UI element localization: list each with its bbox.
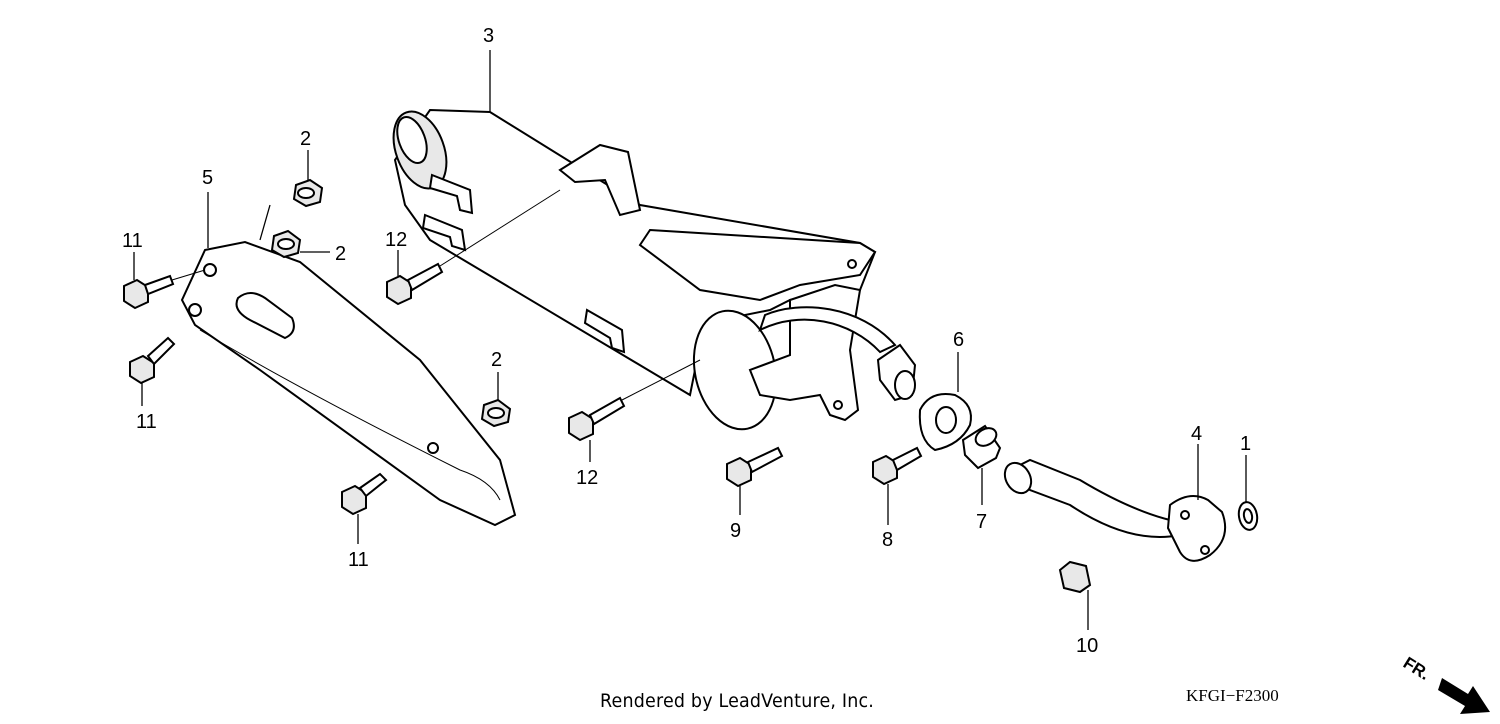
- bolt-9[interactable]: [726, 446, 784, 515]
- exhaust-pipe-4[interactable]: [1000, 444, 1226, 562]
- bolt-12-upper[interactable]: [386, 189, 561, 306]
- clamp-6[interactable]: [918, 352, 972, 452]
- callout-12: 12: [576, 467, 598, 489]
- callout-9: 9: [730, 520, 741, 542]
- callout-12: 12: [385, 229, 407, 251]
- callout-8: 8: [882, 529, 893, 551]
- callout-2: 2: [491, 349, 502, 371]
- callout-7: 7: [976, 511, 987, 533]
- callout-3: 3: [483, 25, 494, 47]
- bolt-8[interactable]: [872, 446, 923, 525]
- callout-2: 2: [335, 243, 346, 265]
- bolt-12-lower[interactable]: [568, 359, 701, 462]
- nut-2-lower[interactable]: [480, 372, 512, 428]
- callout-6: 6: [953, 329, 964, 351]
- callout-4: 4: [1191, 423, 1202, 445]
- gasket-1[interactable]: [1237, 455, 1260, 531]
- muffler-assembly[interactable]: [384, 50, 917, 437]
- render-credit: Rendered by LeadVenture, Inc.: [600, 690, 875, 712]
- bolt-11-lower[interactable]: [341, 472, 388, 544]
- arrow-right-down-icon: [1438, 678, 1490, 714]
- nut-2-top[interactable]: [259, 150, 324, 241]
- front-direction-arrow: FR.: [1400, 653, 1490, 714]
- callout-11: 11: [348, 549, 369, 571]
- callout-11: 11: [122, 230, 143, 252]
- callout-11: 11: [136, 411, 157, 433]
- nut-10[interactable]: [1058, 560, 1092, 630]
- nut-2-middle[interactable]: [270, 229, 330, 259]
- callout-1: 1: [1240, 433, 1251, 455]
- bolt-11-middle[interactable]: [129, 336, 176, 406]
- callout-10: 10: [1076, 635, 1098, 657]
- heat-shield[interactable]: [180, 192, 517, 527]
- gasket-7[interactable]: [961, 424, 1002, 505]
- diagram-code: KFGI−F2300: [1186, 686, 1279, 705]
- front-marker-text: FR.: [1400, 653, 1433, 684]
- bolt-11-upper[interactable]: [123, 252, 206, 310]
- callout-2: 2: [300, 128, 311, 150]
- callout-5: 5: [202, 167, 213, 189]
